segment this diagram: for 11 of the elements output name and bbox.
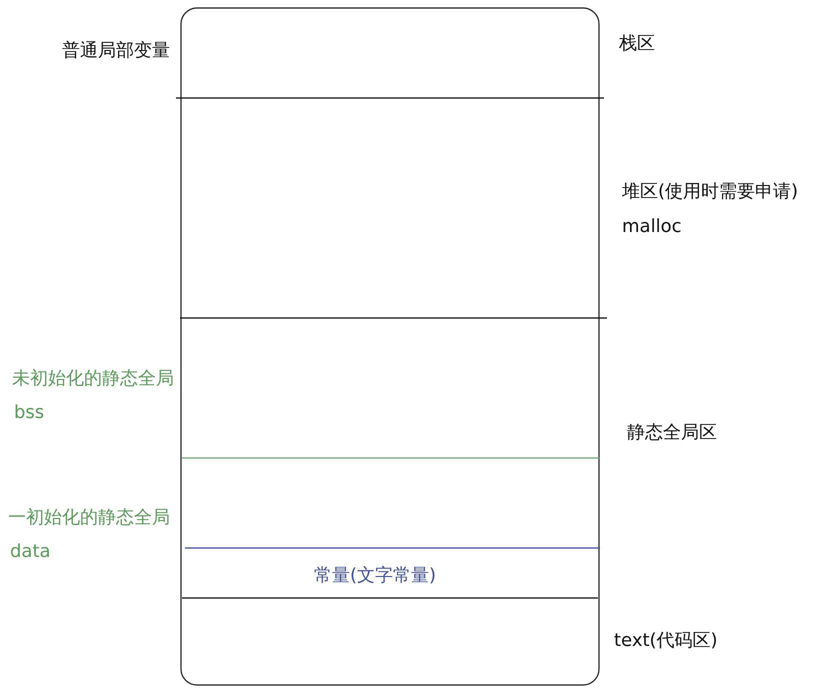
region-label: 一初始化的静态全局 [8,507,170,529]
region-label: malloc [622,216,682,238]
region-label: text(代码区) [614,630,718,652]
region-label: 堆区(使用时需要申请) [622,181,798,203]
region-label: 普通局部变量 [62,40,170,62]
region-label: 常量(文字常量) [314,565,436,587]
region-label: 未初始化的静态全局 [12,368,174,390]
region-label: 静态全局区 [627,422,717,444]
region-label: 栈区 [619,33,655,55]
region-label: data [10,541,51,563]
region-label: bss [14,402,44,424]
